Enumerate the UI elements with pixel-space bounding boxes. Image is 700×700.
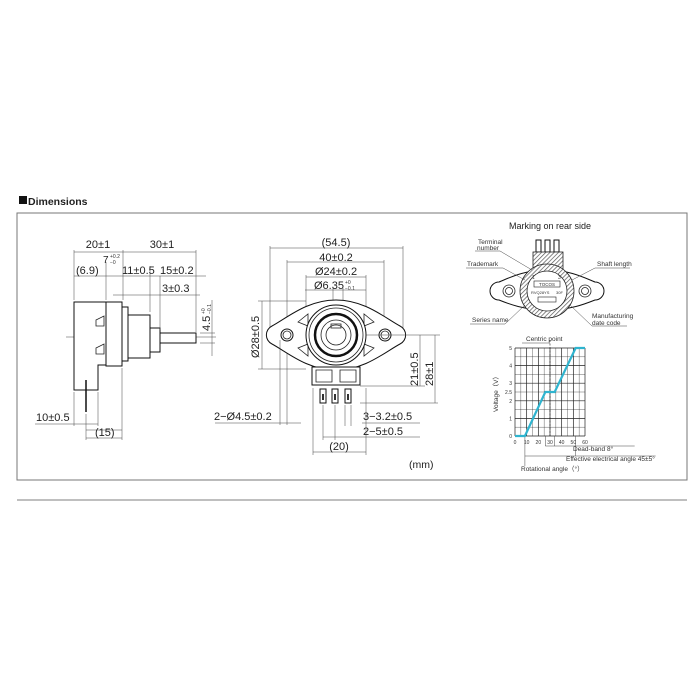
voltage-curve [515, 346, 585, 438]
pin-3-mark: 3 [558, 275, 561, 281]
front-view: (54.5) 40±0.2 Ø24±0.2 Ø6.35 +0 −0.1 Ø28±… [214, 237, 440, 471]
y-tick-label: 2 [509, 399, 512, 405]
mfg-date-label-line2: date code [592, 320, 621, 327]
section-title: Dimensions [28, 196, 88, 208]
dim-15-ref: (15) [95, 427, 115, 439]
x-axis-label: Rotational angle（°） [521, 465, 584, 473]
centric-point-label: Centric point [526, 336, 563, 343]
y-axis-label: Voltage（V） [492, 373, 500, 412]
dim-d6-35-tol-plus: +0 [345, 280, 351, 286]
side-view: 20±1 30±1 7 +0.2 −0 (6.9) 11±0.5 15±0.2 … [35, 239, 216, 440]
dead-band-label: Dead-band 8° [573, 445, 614, 453]
y-tick-label: 0 [509, 434, 512, 440]
dim-7: 7 [103, 255, 109, 266]
dim-15: 15±0.2 [160, 265, 194, 277]
dim-4-5: 4.5 [201, 316, 213, 331]
dim-20-ref: (20) [329, 441, 349, 453]
y-tick-label: 3 [509, 381, 512, 387]
dim-21: 21±0.5 [409, 352, 421, 386]
series-name-label: Series name [472, 317, 509, 324]
terminal-number-label-line1: Terminal [478, 239, 503, 246]
dim-20: 20±1 [86, 239, 110, 251]
effective-angle-label: Effective electrical angle 45±5° [566, 455, 655, 463]
x-tick-label: 10 [524, 440, 530, 446]
marking-title: Marking on rear side [509, 221, 591, 231]
dim-pins: 3−3.2±0.5 [363, 411, 412, 423]
dim-d28: Ø28±0.5 [250, 316, 262, 358]
series-text: RVQ28YS [531, 290, 550, 295]
drawing-frame [16, 212, 688, 481]
dim-d6-35-tol-minus: −0.1 [345, 286, 355, 292]
x-tick-label: 0 [514, 440, 517, 446]
terminal-pins [319, 388, 352, 404]
dim-3: 3±0.3 [162, 283, 189, 295]
dim-40: 40±0.2 [319, 252, 353, 264]
marking-on-rear-side: Marking on rear side 1 3 TOCOS RVQ28YS 3… [466, 221, 634, 327]
dim-28: 28±1 [424, 362, 436, 386]
unit-label: (mm) [409, 459, 434, 471]
y-tick-label: 1 [509, 416, 512, 422]
dim-10: 10±0.5 [36, 412, 70, 424]
dim-6-9: (6.9) [76, 265, 99, 277]
y-tick-label: 5 [509, 346, 512, 352]
dim-30: 30±1 [150, 239, 174, 251]
section-bullet-icon [19, 196, 27, 204]
dim-7-tol-minus: −0 [110, 260, 116, 266]
pin-1-mark: 1 [532, 275, 535, 281]
dim-holes: 2−Ø4.5±0.2 [214, 411, 272, 423]
logo-text: TOCOS [539, 282, 555, 287]
mfg-date-label-line1: Manufacturing [592, 313, 634, 320]
x-tick-label: 40 [559, 440, 565, 446]
dim-4-5-tol-plus: +0 [201, 308, 207, 314]
x-tick-label: 30 [547, 440, 553, 446]
dim-54-5: (54.5) [322, 237, 351, 249]
shaft-text: 30F [556, 290, 563, 295]
shaft-length-label: Shaft length [597, 261, 632, 268]
dim-11: 11±0.5 [122, 265, 155, 277]
x-tick-label: 60 [582, 440, 588, 446]
terminal-number-label-line2: number [477, 245, 500, 252]
dim-pitch: 2−5±0.5 [363, 426, 403, 438]
x-tick-label: 50 [571, 440, 577, 446]
dim-7-tol-plus: +0.2 [110, 254, 120, 260]
x-tick-label: 20 [536, 440, 542, 446]
y-tick-label: 4 [509, 364, 512, 370]
trademark-label: Trademark [467, 261, 499, 268]
dim-4-5-tol-minus: −0.1 [207, 304, 213, 314]
dim-d24: Ø24±0.2 [315, 266, 357, 278]
voltage-angle-graph: 0 10 20 30 40 50 60 0 1 2 2.5 3 4 5 Centric point Vol… [492, 336, 656, 473]
dim-d6-35: Ø6.35 [314, 280, 344, 292]
y-tick-label: 2.5 [505, 390, 512, 396]
